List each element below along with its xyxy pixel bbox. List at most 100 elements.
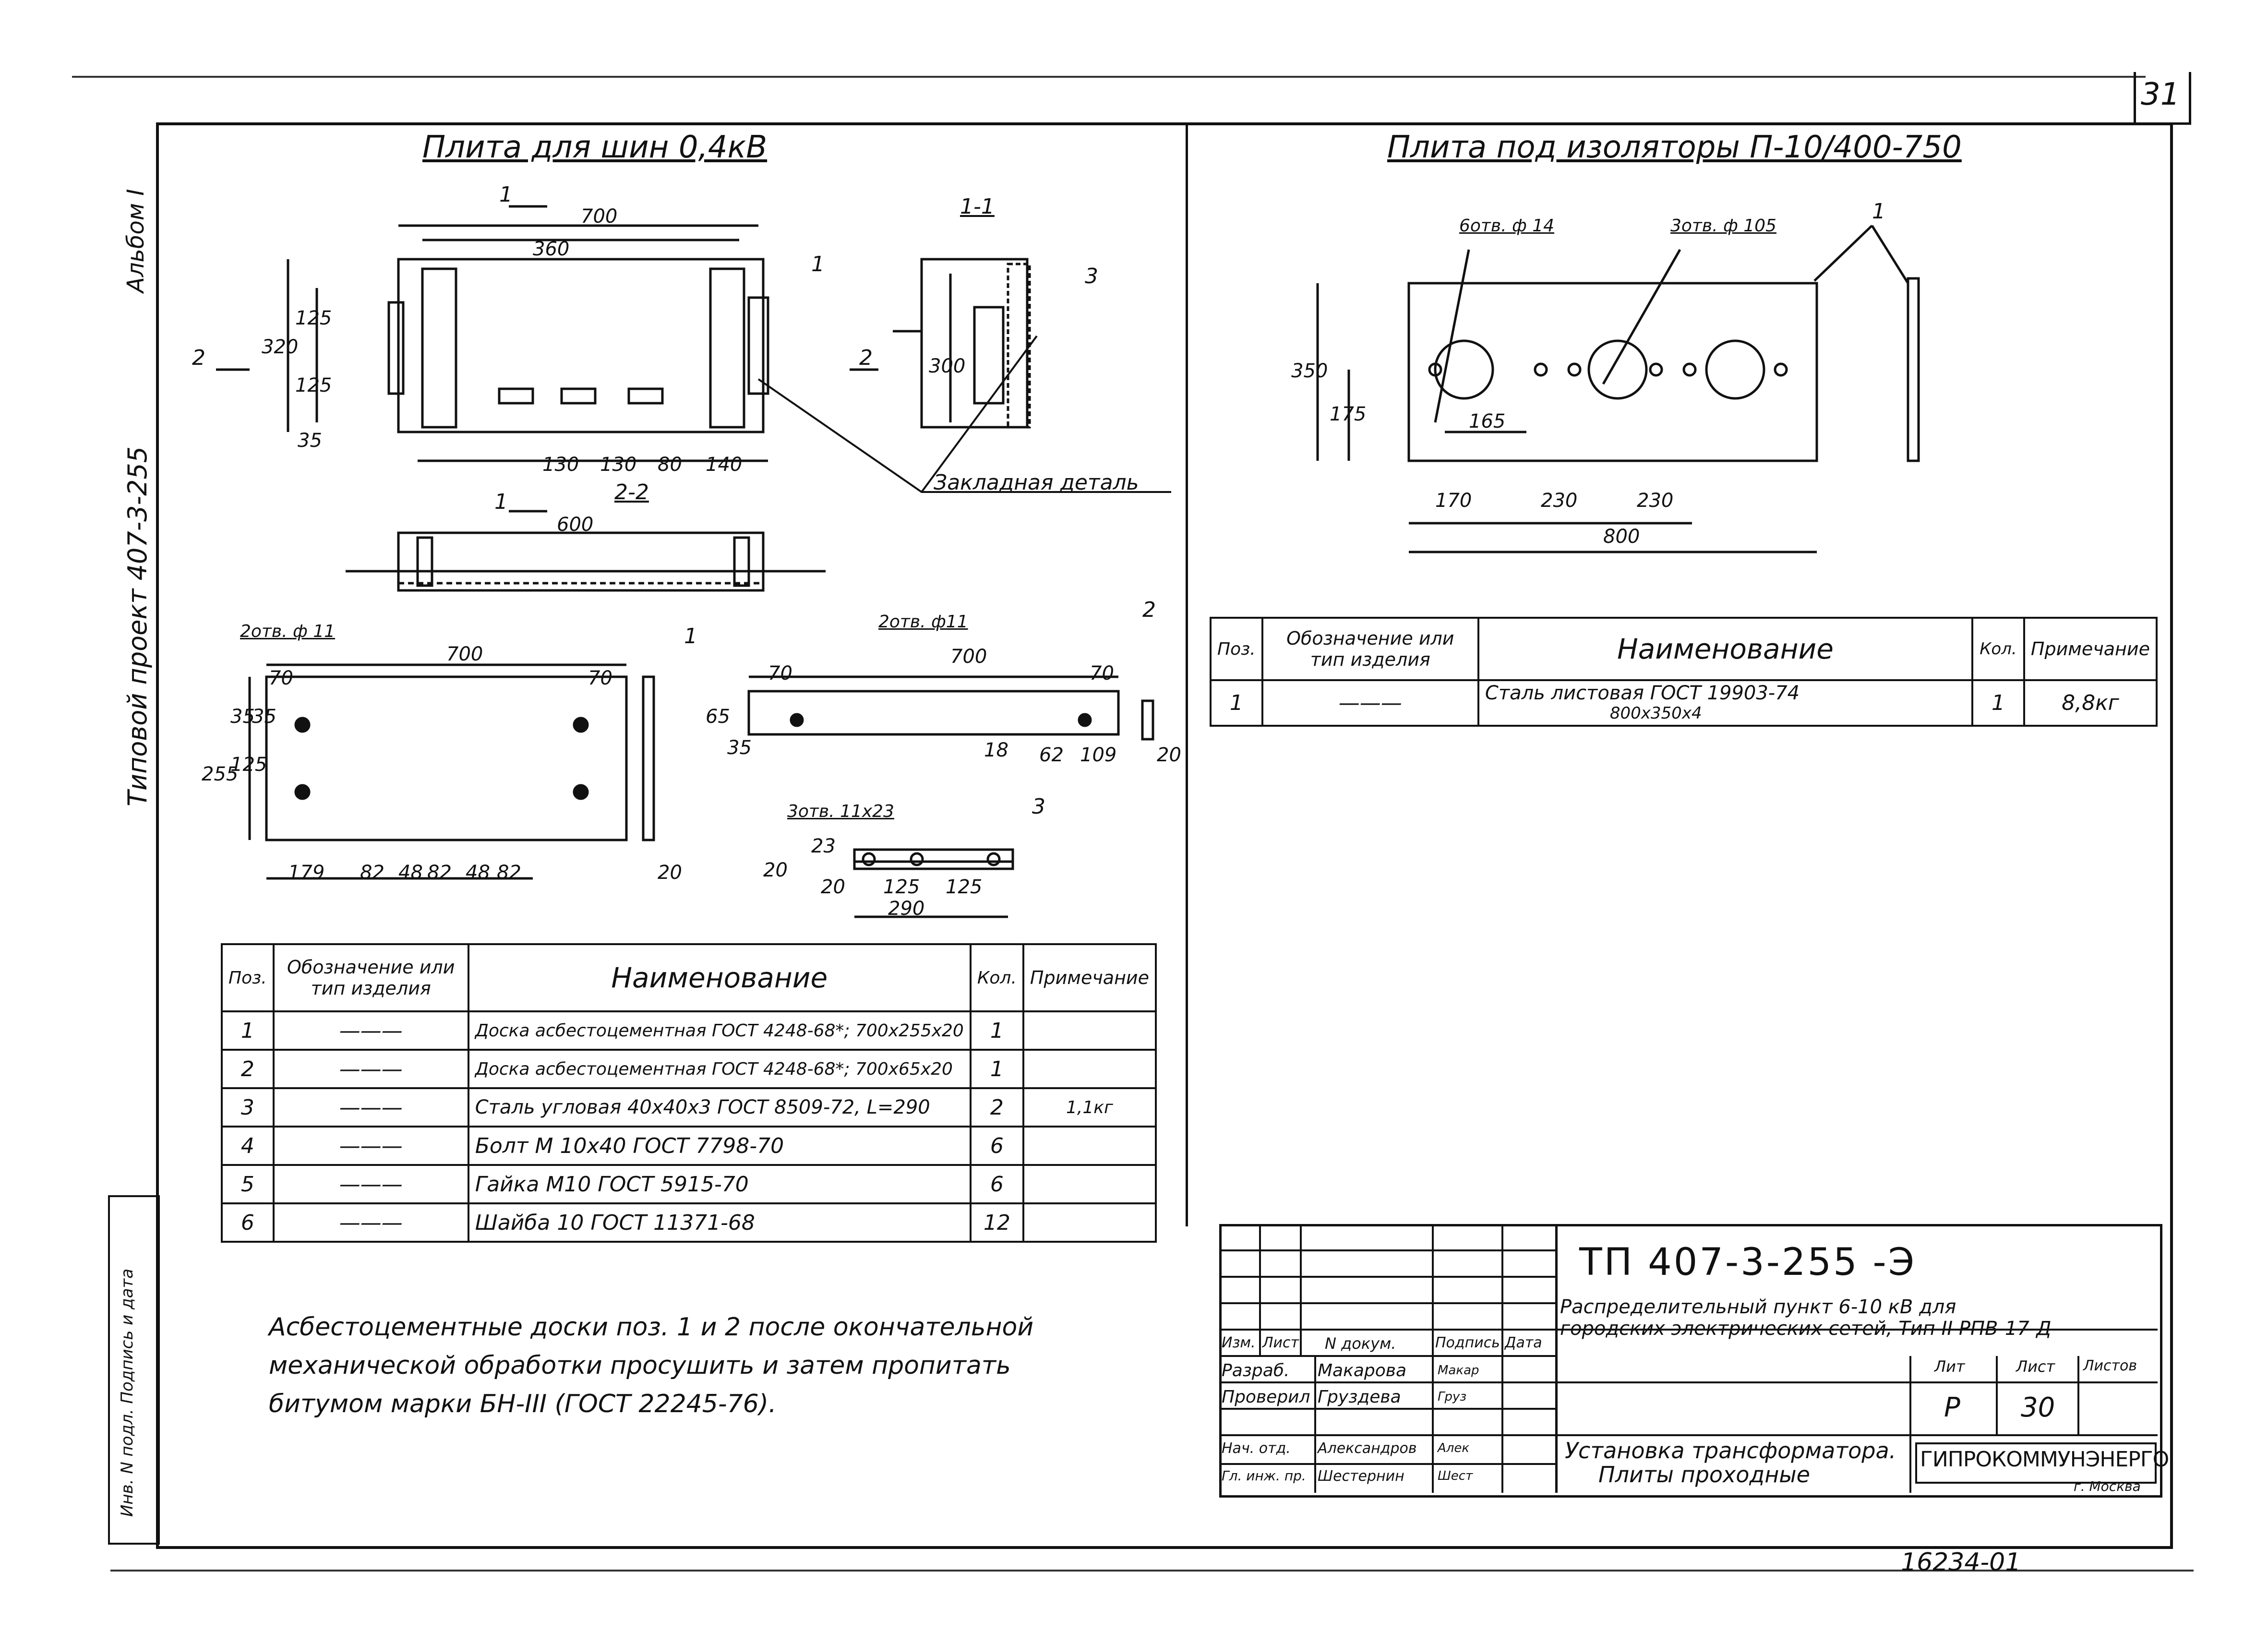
- tb-desc-2: городских электрических сетей, Тип II РП…: [1560, 1318, 2052, 1340]
- dim-320: 320: [262, 336, 299, 358]
- pos-mark-1: 1: [811, 252, 825, 276]
- right-title: Плита под изоляторы П-10/400-750: [1387, 130, 1962, 165]
- tb-name-3: Александров: [1318, 1440, 1417, 1457]
- tb-sig-1: Макар: [1438, 1363, 1479, 1378]
- left-spec-des-4: ———: [272, 1126, 469, 1166]
- section-11-title: 1-1: [960, 194, 995, 219]
- dim-700: 700: [581, 205, 618, 228]
- tb-desc-1: Распределительный пункт 6-10 кВ для: [1560, 1296, 1956, 1318]
- tb-col-izm: Изм.: [1222, 1334, 1256, 1351]
- tb-col-date: Дата: [1505, 1334, 1542, 1351]
- corner-number: 31: [2141, 77, 2180, 112]
- tb-role-4: Гл. инж. пр.: [1222, 1468, 1306, 1484]
- dim-140: 140: [706, 454, 743, 476]
- left-spec-qty-5: 6: [969, 1164, 1024, 1204]
- corner-number-box: [2134, 72, 2191, 125]
- tb-lit: Р: [1944, 1392, 1960, 1423]
- left-spec-note-3: 1,1кг: [1022, 1087, 1157, 1128]
- board1-b48a: 48: [398, 862, 423, 884]
- note-line-3: битумом марки БН-III (ГОСТ 22245-76).: [269, 1390, 777, 1418]
- right-spec-name-1a: Сталь листовая ГОСТ 19903-74: [1485, 682, 1800, 704]
- left-spec-des-6: ———: [272, 1202, 469, 1243]
- left-spec-pos-1: 1: [221, 1010, 275, 1051]
- tb-sheets-label: Листов: [2083, 1357, 2137, 1374]
- dim-300: 300: [929, 355, 966, 377]
- angle-d23: 23: [811, 835, 836, 857]
- outer-frame: [156, 122, 2173, 1549]
- left-title: Плита для шин 0,4кВ: [422, 130, 768, 165]
- bottom-number: 16234-01: [1901, 1548, 2021, 1577]
- tb-sheet-title-1: Установка трансформатора.: [1565, 1438, 1896, 1464]
- right-pos-mark: 1: [1872, 199, 1885, 224]
- dim-125a: 125: [295, 307, 332, 329]
- tb-org: ГИПРОКОММУНЭНЕРГО: [1920, 1447, 2169, 1472]
- tb-lit-label: Лит: [1934, 1357, 1965, 1376]
- board1-b82b: 82: [427, 862, 452, 884]
- right-spec-name-1: Сталь листовая ГОСТ 19903-74 800х350х4: [1477, 679, 1974, 727]
- board2-b109: 109: [1080, 744, 1117, 766]
- right-dim-350: 350: [1291, 360, 1328, 382]
- right-spec-h-pos: Поз.: [1210, 617, 1263, 681]
- right-dim-165: 165: [1469, 410, 1506, 432]
- center-divider: [1186, 122, 1188, 1226]
- left-spec-qty-4: 6: [969, 1126, 1024, 1166]
- left-spec-note-2: [1022, 1049, 1157, 1089]
- board2-b18: 18: [984, 739, 1008, 761]
- right-spec-note-1: 8,8кг: [2023, 679, 2158, 727]
- tb-org-box: [1915, 1442, 2157, 1484]
- tb-sheet-title-2: Плиты проходные: [1598, 1462, 1810, 1488]
- board1-mark: 1: [684, 624, 697, 648]
- tb-sheet: 30: [2021, 1392, 2055, 1423]
- left-spec-qty-1: 1: [969, 1010, 1024, 1051]
- large-holes-label: 3отв. ф 105: [1670, 216, 1776, 236]
- board1-view: [248, 663, 655, 880]
- section-mark-2-left: 2: [192, 346, 205, 370]
- left-spec-name-3: Сталь угловая 40х40х3 ГОСТ 8509-72, L=29…: [467, 1087, 972, 1128]
- section-mark-1-bottom: 1: [494, 490, 508, 514]
- note-line-1: Асбестоцементные доски поз. 1 и 2 после …: [269, 1313, 1034, 1342]
- tb-name-2: Груздева: [1318, 1387, 1401, 1407]
- left-spec-name-5: Гайка М10 ГОСТ 5915-70: [467, 1164, 972, 1204]
- left-spec-name-1: Доска асбестоцементная ГОСТ 4248-68*; 70…: [467, 1010, 972, 1051]
- tb-col-sign: Подпись: [1435, 1334, 1500, 1351]
- pos-mark-3: 3: [1085, 264, 1098, 288]
- dim-360: 360: [533, 238, 570, 260]
- left-spec-pos-5: 5: [221, 1164, 275, 1204]
- tb-left-grid: [1219, 1224, 1558, 1493]
- right-dim-230a: 230: [1541, 490, 1578, 512]
- section-mark-1-top: 1: [499, 182, 513, 207]
- dim-35: 35: [298, 430, 322, 452]
- right-spec-h-note: Примечание: [2023, 617, 2158, 681]
- tb-sig-2: Груз: [1438, 1390, 1467, 1404]
- section-mark-2-right: 2: [859, 346, 873, 370]
- board1-h35b: 35: [252, 706, 276, 728]
- left-spec-des-1: ———: [272, 1010, 469, 1051]
- board1-b48b: 48: [466, 862, 490, 884]
- board2-width: 700: [950, 646, 987, 668]
- board1-b82c: 82: [497, 862, 521, 884]
- board2-edge: 70: [768, 662, 792, 684]
- tb-code: ТП 407-3-255 -Э: [1579, 1241, 1917, 1284]
- dim-125b: 125: [295, 374, 332, 396]
- left-spec-name-6: Шайба 10 ГОСТ 11371-68: [467, 1202, 972, 1243]
- right-spec-h-qty: Кол.: [1971, 617, 2025, 681]
- right-spec-h-name: Наименование: [1477, 617, 1974, 681]
- tb-sig-3: Алек: [1438, 1441, 1470, 1455]
- dim-600: 600: [557, 514, 594, 536]
- left-spec-h-note: Примечание: [1022, 943, 1157, 1012]
- titleblock: [1219, 1224, 2162, 1498]
- tb-col-doc: N докум.: [1325, 1334, 1396, 1353]
- right-dim-170: 170: [1435, 490, 1472, 512]
- right-dim-175: 175: [1330, 403, 1367, 425]
- left-spec-h-pos: Поз.: [221, 943, 275, 1012]
- board1-edge: 70: [269, 667, 293, 689]
- right-dim-230b: 230: [1637, 490, 1674, 512]
- section-22-view: [346, 531, 826, 592]
- left-spec-h-des: Обозначение или тип изделия: [272, 943, 469, 1012]
- angle-d20b: 20: [821, 876, 845, 898]
- left-spec-qty-6: 12: [969, 1202, 1024, 1243]
- board1-b82a: 82: [360, 862, 384, 884]
- left-spec-name-2: Доска асбестоцементная ГОСТ 4248-68*; 70…: [467, 1049, 972, 1089]
- left-spec-name-4: Болт М 10х40 ГОСТ 7798-70: [467, 1126, 972, 1166]
